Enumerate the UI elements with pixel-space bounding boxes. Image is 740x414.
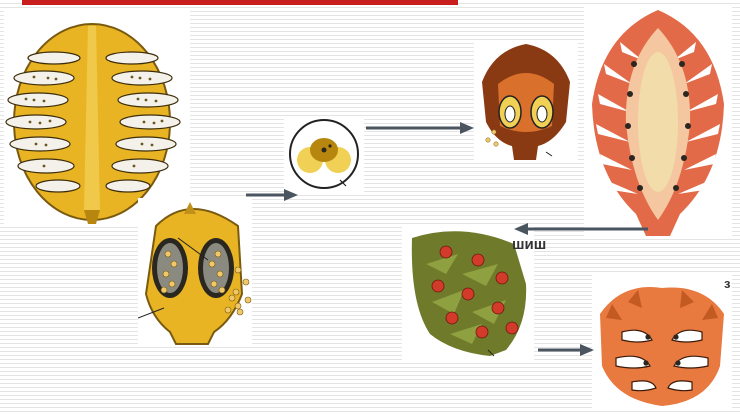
pollen-grain-panel [284, 116, 364, 194]
female-cone-fragment-label: шиш [512, 236, 546, 253]
ovuliferous-scale-panel [474, 42, 578, 160]
ovuliferous-scale-illustration [474, 42, 578, 160]
arrow-to-mature-cone [512, 222, 648, 236]
arrow-to-pollen-grain [246, 188, 298, 202]
seed-scale-panel [592, 274, 732, 410]
female-cone-section-illustration [584, 4, 732, 236]
slide-accent-bar [22, 0, 458, 5]
male-cone-section-panel [4, 10, 190, 224]
seed-scale-illustration [592, 274, 732, 410]
arrow-to-ovuliferous-scale [366, 121, 474, 135]
scattered-pollen [230, 262, 256, 326]
cone-scale-fragment-label: з [724, 276, 730, 291]
pollen-grain-illustration [284, 116, 364, 194]
male-cone-section-illustration [4, 10, 190, 224]
female-cone-section-panel [584, 4, 732, 236]
arrow-to-seed-scale [538, 343, 594, 357]
